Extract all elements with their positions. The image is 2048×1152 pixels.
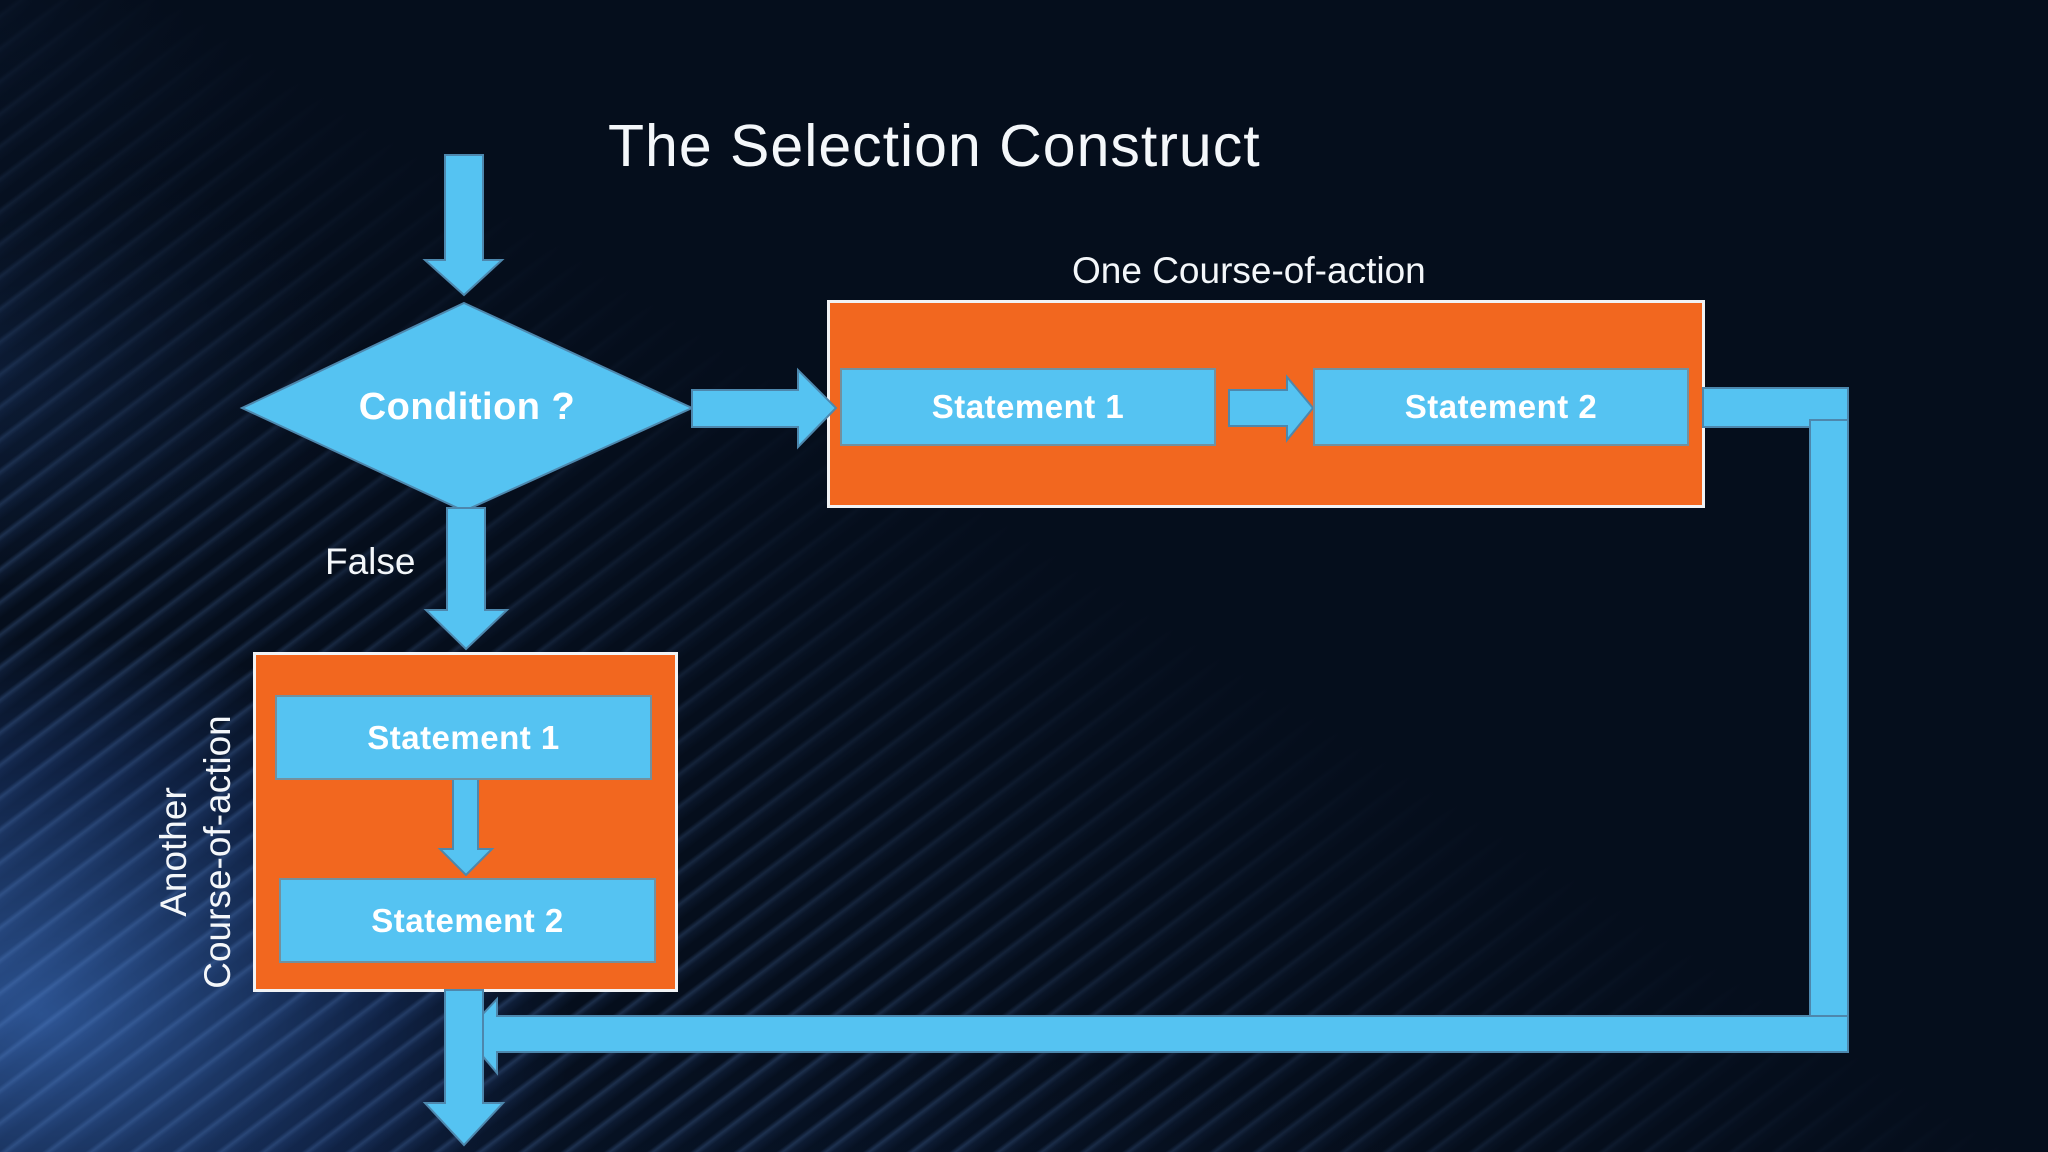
statement-box: Statement 1	[275, 695, 652, 780]
true-branch-arrow	[691, 367, 838, 450]
statement-box: Statement 1	[840, 368, 1216, 446]
false-branch-arrow	[423, 507, 510, 651]
return-connector-left-arrow	[462, 996, 1849, 1076]
statement-sequence-arrow-top	[1228, 374, 1315, 443]
another-course-caption-line1: Another	[153, 787, 194, 917]
false-edge-label: False	[325, 541, 416, 582]
slide-title: The Selection Construct	[608, 113, 1261, 179]
start-arrow	[422, 154, 505, 297]
condition-label: Condition ?	[358, 385, 576, 428]
exit-arrow	[422, 989, 506, 1147]
another-course-caption-line2: Course-of-action	[197, 715, 238, 989]
return-connector-vertical-bar	[1809, 419, 1849, 1019]
statement-box: Statement 2	[1313, 368, 1689, 446]
statement-sequence-arrow-lower	[437, 778, 495, 877]
statement-box: Statement 2	[279, 878, 656, 963]
one-course-caption: One Course-of-action	[1072, 250, 1426, 291]
another-course-caption: Another Course-of-action	[152, 715, 240, 989]
